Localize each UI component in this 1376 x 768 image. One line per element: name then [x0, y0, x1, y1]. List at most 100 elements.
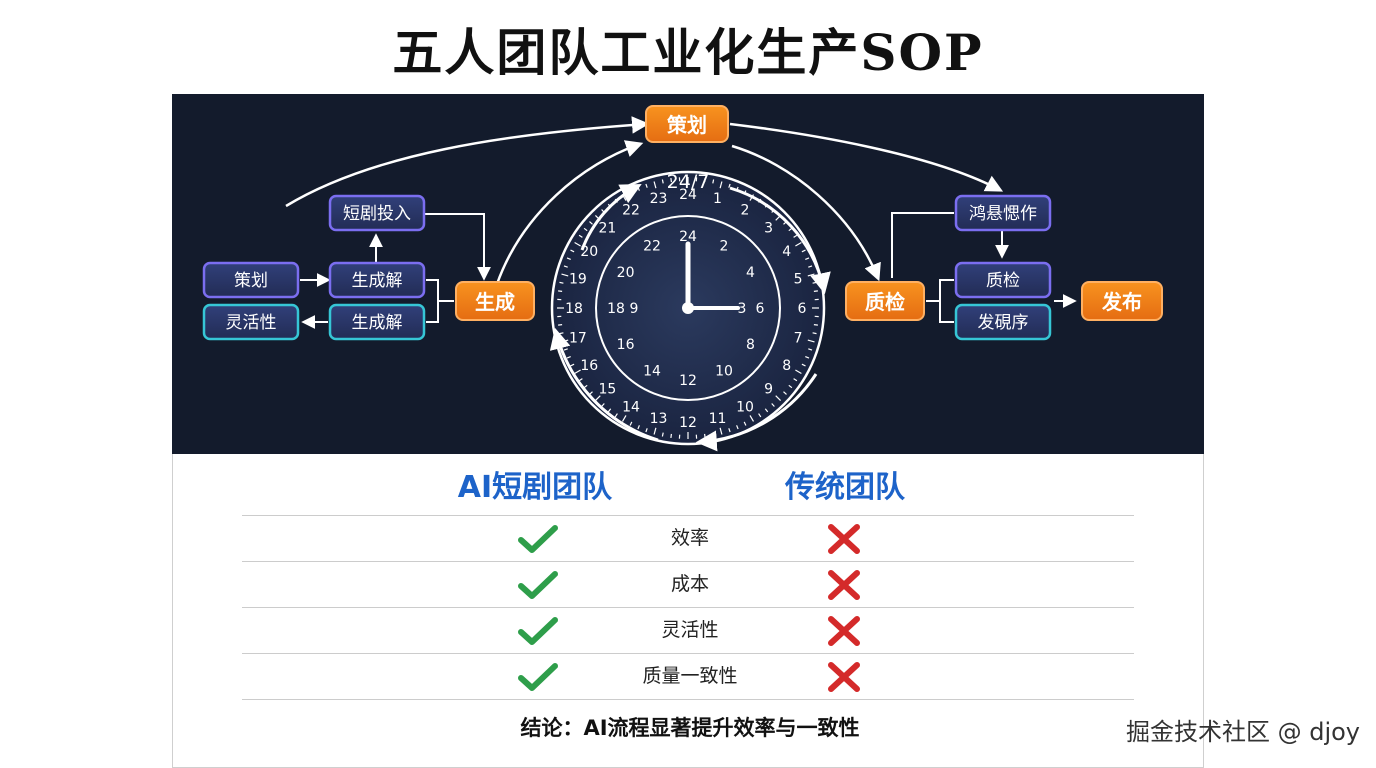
- row-label: 灵活性: [661, 619, 719, 641]
- page-title: 五人团队工业化生产SOP: [392, 23, 984, 82]
- clock-tick: [670, 433, 672, 438]
- clock-inner-number-alt: 9: [630, 301, 639, 317]
- table-divider: [242, 561, 1134, 562]
- clock-inner-number: 14: [643, 363, 661, 379]
- clock-outer-number: 17: [569, 331, 587, 347]
- clock-inner-number: 16: [617, 337, 635, 353]
- svg-text:灵活性: 灵活性: [226, 313, 277, 333]
- clock-inner-number-alt: 3: [738, 301, 747, 317]
- node-quality: 质检: [845, 281, 925, 321]
- clock-tick: [812, 332, 817, 335]
- clock-outer-number: 16: [580, 358, 598, 374]
- clock-tick: [629, 421, 633, 426]
- node-generate: 生成: [455, 281, 535, 321]
- right-connectors: [891, 212, 1077, 323]
- clock-tick: [559, 281, 564, 284]
- clock-tick: [607, 408, 612, 413]
- clock-tick: [637, 425, 640, 430]
- watermark: 掘金技术社区 @ djoy: [1125, 718, 1360, 746]
- row-label: 质量一致性: [642, 665, 738, 687]
- svg-text:发硯序: 发硯序: [978, 313, 1029, 333]
- node-qc: 质检: [954, 261, 1052, 299]
- clock-outer-number: 9: [764, 382, 773, 398]
- clock-tick: [558, 290, 563, 292]
- clock-outer-number: 21: [598, 220, 616, 236]
- clock-tick: [771, 403, 775, 407]
- clock-outer-number: 10: [736, 400, 754, 416]
- clock-tick: [808, 348, 813, 351]
- clock-tick: [808, 265, 813, 268]
- clock-inner-number: 10: [715, 363, 733, 379]
- svg-text:质检: 质检: [986, 271, 1020, 291]
- conclusion-text: 结论：AI流程显著提升效率与一致性: [520, 716, 860, 740]
- left-connectors: [300, 213, 491, 329]
- svg-text:鸿悬愢作: 鸿悬愢作: [969, 204, 1037, 224]
- check-icon: [518, 617, 558, 645]
- svg-text:生成解: 生成解: [352, 271, 403, 291]
- clock-tick: [795, 369, 802, 375]
- clock-outer-number: 2: [741, 202, 750, 218]
- svg-text:质检: 质检: [865, 290, 905, 314]
- clock-tick: [749, 415, 755, 422]
- cycle-arrows: [549, 184, 831, 452]
- clock-tick: [793, 378, 798, 382]
- table-row: 灵活性: [242, 608, 1134, 653]
- clock-tick: [758, 413, 762, 418]
- clock-tick: [661, 432, 664, 437]
- clock-tick: [728, 183, 731, 188]
- clock-tick: [570, 249, 575, 253]
- svg-text:发布: 发布: [1101, 290, 1142, 314]
- clock-inner-number: 6: [756, 301, 765, 317]
- node-planning-left: 策划: [202, 261, 300, 299]
- clock-tick: [570, 363, 575, 367]
- clock-tick: [563, 265, 568, 268]
- clock-tick: [621, 415, 627, 422]
- clock-tick: [653, 427, 657, 435]
- clock-tick: [566, 257, 571, 260]
- cross-icon: [828, 524, 860, 554]
- check-icon: [518, 525, 558, 553]
- node-flexibility: 灵活性: [202, 303, 300, 341]
- node-planning: 策划: [645, 105, 729, 143]
- clock-tick: [704, 433, 706, 438]
- clock-tick: [558, 324, 563, 326]
- clock-outer-number: 6: [798, 301, 807, 317]
- clock-inner-number: 4: [746, 265, 755, 281]
- clock-inner-number: 18: [607, 301, 625, 317]
- node-generate-solve-1: 生成解: [328, 261, 426, 299]
- clock-tick: [589, 221, 593, 225]
- clock-inner-number: 22: [643, 239, 661, 255]
- svg-text:策划: 策划: [667, 113, 707, 137]
- row-label: 成本: [670, 573, 709, 595]
- node-publish: 发布: [1081, 281, 1163, 321]
- clock-tick: [805, 356, 810, 359]
- clock-outer-number: 18: [565, 301, 583, 317]
- ai-team-heading: AI短剧团队: [457, 470, 613, 505]
- table-row: 效率: [242, 516, 1134, 561]
- clock-outer-number: 5: [794, 272, 803, 288]
- svg-text:策划: 策划: [234, 271, 268, 291]
- clock-tick: [764, 408, 769, 413]
- node-drama-input: 短剧投入: [328, 194, 426, 232]
- check-icon: [518, 571, 558, 599]
- clock-tick: [661, 179, 664, 184]
- clock-tick: [614, 413, 618, 418]
- clock-tick: [813, 290, 818, 292]
- node-operate: 鸿悬愢作: [954, 194, 1052, 232]
- clock-tick: [574, 369, 581, 375]
- clock-tick: [736, 425, 739, 430]
- clock-tick: [719, 427, 723, 435]
- clock-outer-number: 22: [622, 202, 640, 218]
- clock-tick: [728, 428, 731, 433]
- cross-icon: [828, 570, 860, 600]
- clock-tick: [793, 234, 798, 238]
- clock-tick: [783, 391, 787, 395]
- table-divider: [242, 515, 1134, 516]
- clock-tick: [594, 395, 601, 402]
- clock-center: [682, 302, 694, 314]
- clock-tick: [812, 281, 817, 284]
- node-release-seq: 发硯序: [954, 303, 1052, 341]
- node-generate-solve-2: 生成解: [328, 303, 426, 341]
- table-divider: [242, 653, 1134, 654]
